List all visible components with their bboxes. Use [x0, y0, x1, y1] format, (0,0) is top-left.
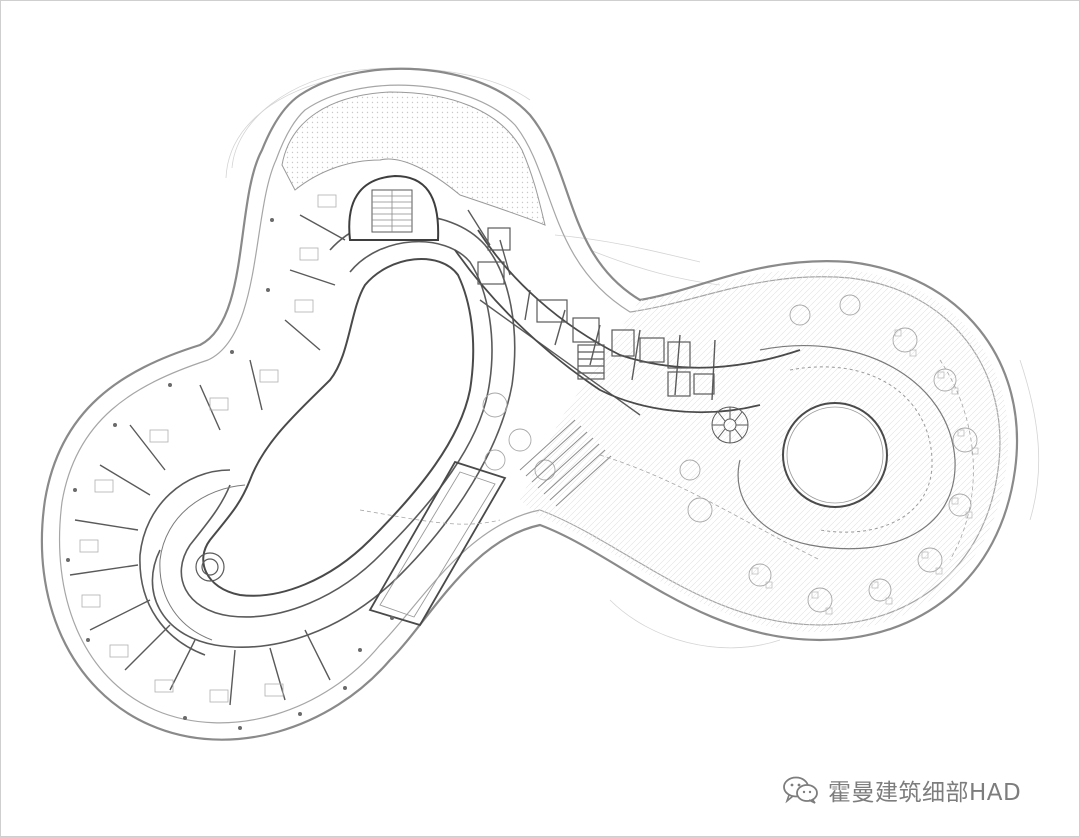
furniture-groups [482, 294, 978, 613]
wechat-icon [783, 776, 818, 804]
east-round-void-edge [786, 406, 884, 504]
east-lobby-zone [520, 268, 1009, 632]
east-round-void [782, 402, 888, 508]
roof-terrace-hatch [281, 91, 546, 226]
service-rooms [477, 227, 715, 397]
arm-corridor-wall-1 [454, 249, 761, 414]
west-inner-ring [139, 469, 231, 656]
watermark-text: 霍曼建筑细部HAD [828, 780, 1022, 806]
building-outer-outline [40, 67, 1019, 741]
spiral-stair [711, 406, 749, 444]
pool [368, 460, 507, 627]
room-partitions-west [69, 214, 346, 706]
deck-dashed-lines [359, 359, 974, 561]
corridor-outer-wall [151, 214, 516, 648]
west-inner-ring-2 [159, 484, 246, 641]
arm-corridor-wall-2 [477, 229, 801, 369]
columns [66, 218, 394, 730]
central-courtyard-void [202, 258, 475, 597]
east-lobe-rings [737, 345, 956, 550]
watermark: 霍曼建筑细部HAD [782, 770, 1021, 810]
corridor-inner-wall [180, 240, 493, 618]
round-stair-south [195, 552, 225, 582]
room-furniture [79, 194, 337, 703]
stair-core-north [348, 174, 440, 241]
stair-core-arm [577, 344, 605, 380]
floor-zones [520, 268, 1009, 632]
room-partitions-arm [467, 209, 716, 416]
furniture-seats [751, 329, 979, 615]
deck-steps [519, 419, 612, 507]
